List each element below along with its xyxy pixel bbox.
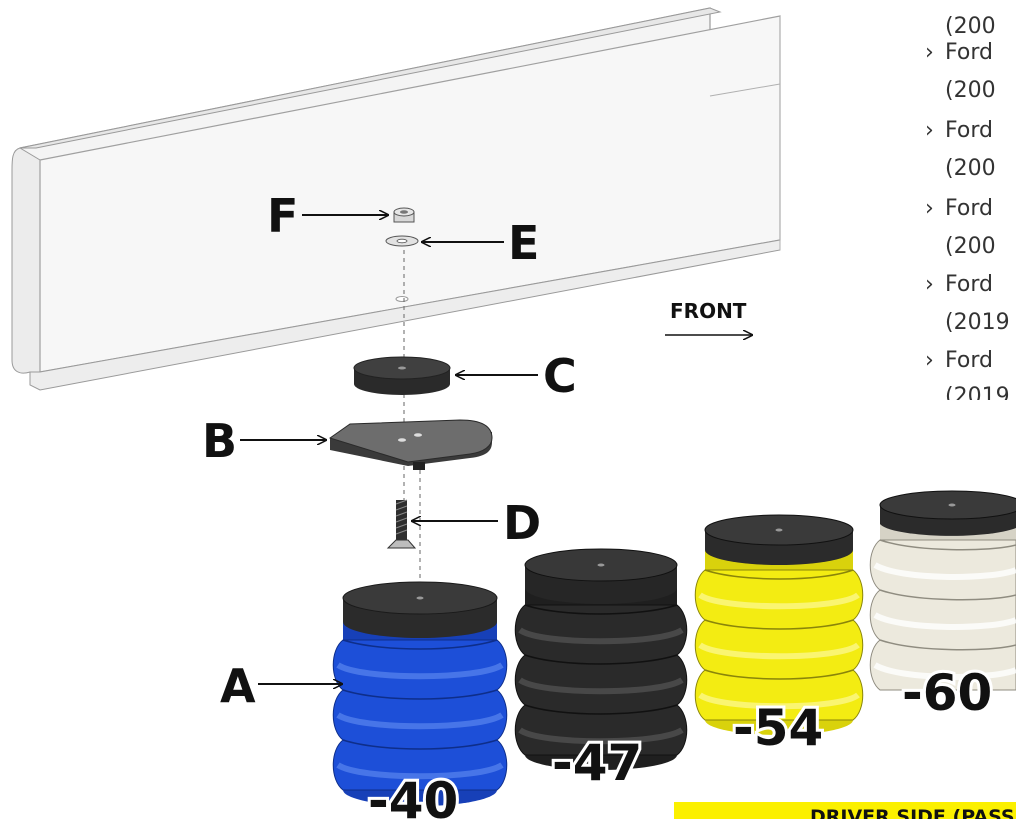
vehicle-years: (2019 bbox=[945, 384, 1010, 400]
driver-side-banner: DRIVER SIDE (PASSE bbox=[674, 802, 1016, 819]
chevron-right-icon: › bbox=[925, 272, 934, 297]
vehicle-model: Ford bbox=[945, 348, 993, 373]
callout-b: B bbox=[202, 414, 237, 468]
vehicle-item[interactable]: › Ford bbox=[925, 196, 1016, 221]
chevron-right-icon: › bbox=[925, 118, 934, 143]
callout-d: D bbox=[503, 496, 541, 550]
washer bbox=[385, 235, 419, 247]
front-label: FRONT bbox=[670, 299, 747, 323]
vehicle-item[interactable]: › Ford bbox=[925, 272, 1016, 297]
callout-a: A bbox=[220, 659, 256, 713]
mounting-plate bbox=[328, 419, 493, 470]
bumper-yellow bbox=[694, 514, 864, 735]
chevron-right-icon: › bbox=[925, 40, 934, 65]
vehicle-model: Ford bbox=[945, 40, 993, 65]
callout-c: C bbox=[543, 349, 577, 403]
lock-nut bbox=[393, 207, 415, 223]
vehicle-model: Ford bbox=[945, 272, 993, 297]
spacer-puck bbox=[353, 356, 451, 395]
chevron-right-icon: › bbox=[925, 196, 934, 221]
vehicle-years: (200 bbox=[945, 234, 996, 259]
size-label-black: -47 bbox=[552, 734, 642, 792]
banner-label: DRIVER SIDE (PASSE bbox=[810, 806, 1016, 819]
vehicle-years-top: (200 bbox=[945, 14, 996, 39]
bolt bbox=[386, 499, 417, 549]
size-label-blue: -40 bbox=[368, 772, 458, 819]
vehicle-model: Ford bbox=[945, 118, 993, 143]
chevron-right-icon: › bbox=[925, 348, 934, 373]
vehicle-item[interactable]: › Ford bbox=[925, 40, 1016, 65]
bumper-blue bbox=[332, 581, 508, 806]
vehicle-years: (2019 bbox=[945, 310, 1010, 335]
vehicle-item[interactable]: › Ford bbox=[925, 348, 1016, 373]
callout-e: E bbox=[508, 216, 539, 270]
vehicle-item[interactable]: › Ford bbox=[925, 118, 1016, 143]
vehicle-years: (200 bbox=[945, 156, 996, 181]
bumper-white bbox=[869, 490, 1016, 691]
bumper-black bbox=[514, 548, 688, 770]
callout-f: F bbox=[267, 189, 298, 243]
vehicle-list: (200 › Ford (200 › Ford (200 › Ford (200 › F… bbox=[925, 0, 1016, 400]
frame-rail bbox=[11, 7, 781, 391]
vehicle-years: (200 bbox=[945, 78, 996, 103]
size-label-white: -60 bbox=[902, 664, 992, 722]
size-label-yellow: -54 bbox=[733, 699, 823, 757]
vehicle-model: Ford bbox=[945, 196, 993, 221]
